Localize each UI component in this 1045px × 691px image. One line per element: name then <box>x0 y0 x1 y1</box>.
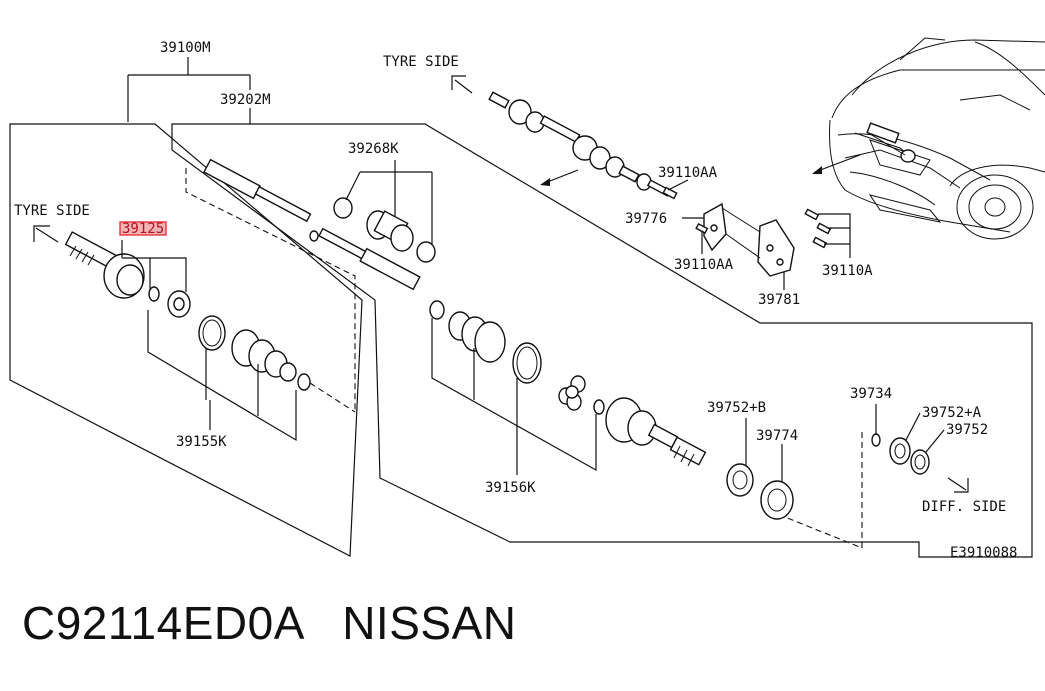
label-39202m: 39202M <box>220 92 271 108</box>
vehicle-sketch <box>812 37 1045 240</box>
drive-shaft-overview <box>488 91 672 197</box>
intermediate-shaft <box>203 158 421 291</box>
label-39125-highlighted: 39125 <box>122 221 164 237</box>
label-39752-a: 39752+A <box>922 405 982 421</box>
assembly-bracket-lines <box>127 57 251 124</box>
label-39752-b: 39752+B <box>707 400 766 416</box>
tyre-side-arrow-top <box>451 75 473 94</box>
label-39268k: 39268K <box>348 141 399 157</box>
label-tyre-side-left: TYRE SIDE <box>14 203 90 219</box>
tyre-side-arrow-left <box>33 225 59 243</box>
label-39781: 39781 <box>758 292 800 308</box>
caption-part-number: C92114ED0A <box>22 597 303 649</box>
outer-boot-kit <box>198 315 311 391</box>
shaft-assembly-frame <box>171 123 1033 558</box>
support-hardware <box>662 186 832 277</box>
label-39110aa-upper: 39110AA <box>658 165 718 181</box>
highlight-box <box>119 221 167 236</box>
label-39110aa-lower: 39110AA <box>674 257 734 273</box>
label-39776: 39776 <box>625 211 667 227</box>
label-39156k: 39156K <box>485 480 536 496</box>
label-39752: 39752 <box>946 422 988 438</box>
label-39110a: 39110A <box>822 263 873 279</box>
label-39734: 39734 <box>850 386 892 402</box>
outer-cv-joint <box>64 231 191 318</box>
inner-boot-kit <box>429 300 542 384</box>
label-39100m: 39100M <box>160 40 211 56</box>
diff-side-arrow <box>947 477 969 493</box>
part-caption: C92114ED0A NISSAN <box>22 596 516 650</box>
dust-boot-kit <box>333 197 436 263</box>
outer-assembly-frame <box>9 123 363 557</box>
leader-lines <box>121 160 945 482</box>
tripod-joint <box>558 375 586 411</box>
label-diff-side: DIFF. SIDE <box>922 499 1006 515</box>
label-39774: 39774 <box>756 428 798 444</box>
caption-brand: NISSAN <box>342 597 517 649</box>
label-tyre-side-top: TYRE SIDE <box>383 54 459 70</box>
inner-cv-housing <box>593 397 707 467</box>
figure-code: E3910088 <box>950 545 1017 561</box>
bearing-and-seals <box>726 433 930 520</box>
dashed-guides <box>185 168 863 549</box>
label-39155k: 39155K <box>176 434 227 450</box>
part-labels: 39100M 39202M TYRE SIDE TYRE SIDE 39125 … <box>14 40 1017 561</box>
